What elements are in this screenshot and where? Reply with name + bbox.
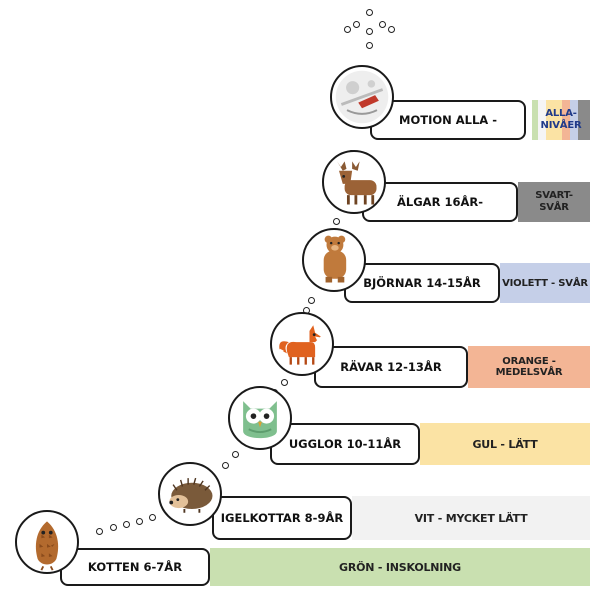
- group-name: UGGLOR 10-11ÅR: [288, 437, 402, 451]
- path-dot: [388, 26, 395, 33]
- label-algar: ÄLGAR 16ÅR-: [362, 182, 518, 222]
- label-igelkottar: IGELKOTTAR 8-9ÅR: [212, 496, 352, 540]
- group-name: RÄVAR 12-13ÅR: [340, 360, 442, 374]
- path-dot: [366, 28, 373, 35]
- moose-icon: [322, 150, 386, 214]
- label-ravar: RÄVAR 12-13ÅR: [314, 346, 468, 388]
- label-ugglor: UGGLOR 10-11ÅR: [270, 423, 420, 465]
- path-dot: [222, 462, 229, 469]
- level-band-yellow: GUL - LÄTT: [420, 423, 590, 465]
- path-dot: [149, 514, 156, 521]
- path-dot: [136, 518, 143, 525]
- group-name: ÄLGAR 16ÅR-: [397, 195, 483, 209]
- sport-icon: [330, 65, 394, 129]
- group-name: BJÖRNAR 14-15ÅR: [363, 276, 481, 290]
- path-dot: [232, 451, 239, 458]
- owl-icon: [228, 386, 292, 450]
- path-dot: [353, 21, 360, 28]
- hedgehog-icon: [158, 462, 222, 526]
- level-band-label: SVART- SVÅR: [535, 190, 573, 213]
- level-band-green: GRÖN - INSKOLNING: [210, 548, 590, 586]
- fox-icon: [270, 312, 334, 376]
- level-band-label: GUL - LÄTT: [472, 437, 538, 451]
- path-dot: [308, 297, 315, 304]
- group-name: IGELKOTTAR 8-9ÅR: [220, 511, 344, 525]
- level-band-label: VIT - MYCKET LÄTT: [414, 511, 528, 525]
- level-band-label: VIOLETT - SVÅR: [502, 277, 588, 289]
- level-band-label: GRÖN - INSKOLNING: [338, 560, 462, 574]
- path-dot: [281, 379, 288, 386]
- group-name: MOTION ALLA -: [399, 113, 497, 127]
- label-kotten: KOTTEN 6-7ÅR: [60, 548, 210, 586]
- level-band-all: ALLA- NIVÅER: [532, 100, 590, 140]
- bear-icon: [302, 228, 366, 292]
- pinecone-icon: [15, 510, 79, 574]
- label-motion: MOTION ALLA -: [370, 100, 526, 140]
- level-band-orange: ORANGE - MEDELSVÅR: [468, 346, 590, 388]
- level-band-black: SVART- SVÅR: [518, 182, 590, 222]
- path-dot: [379, 21, 386, 28]
- path-dot: [110, 524, 117, 531]
- path-dot: [123, 521, 130, 528]
- path-dot: [366, 42, 373, 49]
- level-band-violet: VIOLETT - SVÅR: [500, 263, 590, 303]
- path-dot: [344, 26, 351, 33]
- level-band-label: ORANGE - MEDELSVÅR: [495, 356, 563, 378]
- path-dot: [333, 218, 340, 225]
- level-band-white: VIT - MYCKET LÄTT: [352, 496, 590, 540]
- group-name: KOTTEN 6-7ÅR: [87, 560, 183, 574]
- path-dot: [366, 9, 373, 16]
- path-dot: [96, 528, 103, 535]
- label-bjornar: BJÖRNAR 14-15ÅR: [344, 263, 500, 303]
- level-band-label: ALLA- NIVÅER: [540, 108, 582, 131]
